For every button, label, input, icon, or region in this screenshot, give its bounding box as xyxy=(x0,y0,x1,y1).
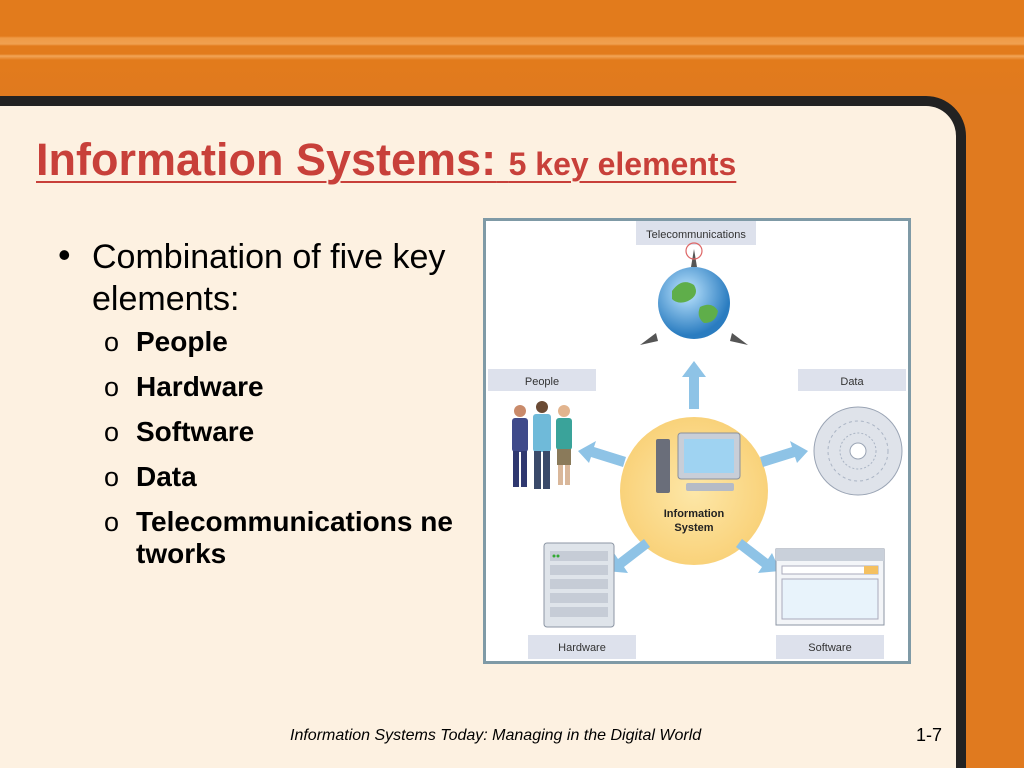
arrow-left xyxy=(578,441,626,467)
center-label-line2: System xyxy=(674,522,713,534)
sub-bullet-software: o Software xyxy=(52,416,472,448)
arrows xyxy=(578,361,808,573)
title-main: Information Systems: xyxy=(36,134,497,185)
software-label-text: Software xyxy=(808,642,851,654)
arrow-lower-left xyxy=(606,539,650,573)
server-rack-icon xyxy=(543,542,615,628)
sub-bullet-text: People xyxy=(136,326,228,357)
telecommunications-label-text: Telecommunications xyxy=(646,229,746,241)
sub-bullet-marker: o xyxy=(104,462,120,492)
people-label-text: People xyxy=(525,376,559,388)
data-label-text: Data xyxy=(840,376,864,388)
sub-bullet-text: Telecommunications networks xyxy=(136,506,453,569)
information-system-diagram: Telecommunications People Data Hardware … xyxy=(483,218,911,664)
data-label: Data xyxy=(798,369,906,391)
diagram-svg: Telecommunications People Data Hardware … xyxy=(488,221,906,659)
cd-disc-icon xyxy=(813,406,903,496)
bullet-list: • Combination of five key elements: o Peo… xyxy=(52,234,472,583)
arrow-lower-right xyxy=(736,539,780,573)
sub-bullet-marker: o xyxy=(104,372,120,402)
main-bullet: • Combination of five key elements: xyxy=(52,234,472,320)
browser-window-icon xyxy=(775,548,885,626)
sub-bullet-data: o Data xyxy=(52,461,472,493)
people-icon xyxy=(512,401,572,489)
sub-bullet-hardware: o Hardware xyxy=(52,371,472,403)
software-label: Software xyxy=(776,635,884,659)
footer-text: Information Systems Today: Managing in t… xyxy=(290,727,702,744)
arrow-right xyxy=(760,441,808,467)
globe-tower-icon xyxy=(640,242,748,345)
bullet-dot: • xyxy=(58,234,71,275)
sub-bullet-marker: o xyxy=(104,327,120,357)
people-label: People xyxy=(488,369,596,391)
sub-bullet-text: Data xyxy=(136,461,197,492)
main-bullet-text: Combination of five key elements: xyxy=(92,238,446,318)
arrow-up xyxy=(682,361,706,409)
title-sub: 5 key elements xyxy=(508,146,737,182)
center-label-line1: Information xyxy=(664,508,725,520)
computer-icon: Information System xyxy=(656,432,741,534)
sub-bullet-text: Hardware xyxy=(136,371,264,402)
hardware-label-text: Hardware xyxy=(558,642,606,654)
top-band xyxy=(0,0,1024,100)
telecommunications-label: Telecommunications xyxy=(636,221,756,245)
sub-bullet-marker: o xyxy=(104,507,120,537)
sub-bullet-people: o People xyxy=(52,326,472,358)
hardware-label: Hardware xyxy=(528,635,636,659)
page-number: 1-7 xyxy=(916,725,943,745)
sub-bullet-text: Software xyxy=(136,416,255,447)
slide-title: Information Systems: 5 key elements xyxy=(36,134,736,186)
sub-bullet-marker: o xyxy=(104,417,120,447)
sub-bullet-telecom: o Telecommunications networks xyxy=(52,506,456,570)
